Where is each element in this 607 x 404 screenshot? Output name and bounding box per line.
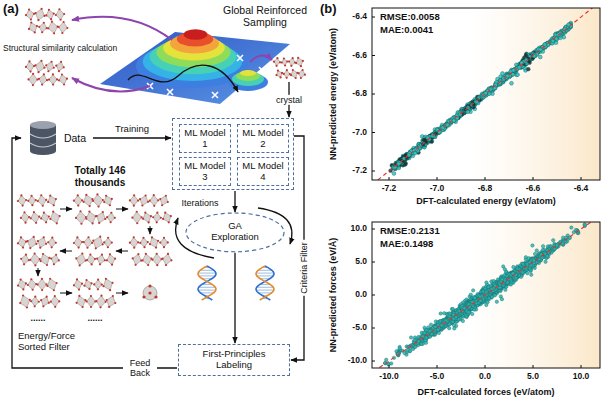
figure: DataML Model 1ML Model 2ML Model 3ML Mod… xyxy=(0,0,607,404)
